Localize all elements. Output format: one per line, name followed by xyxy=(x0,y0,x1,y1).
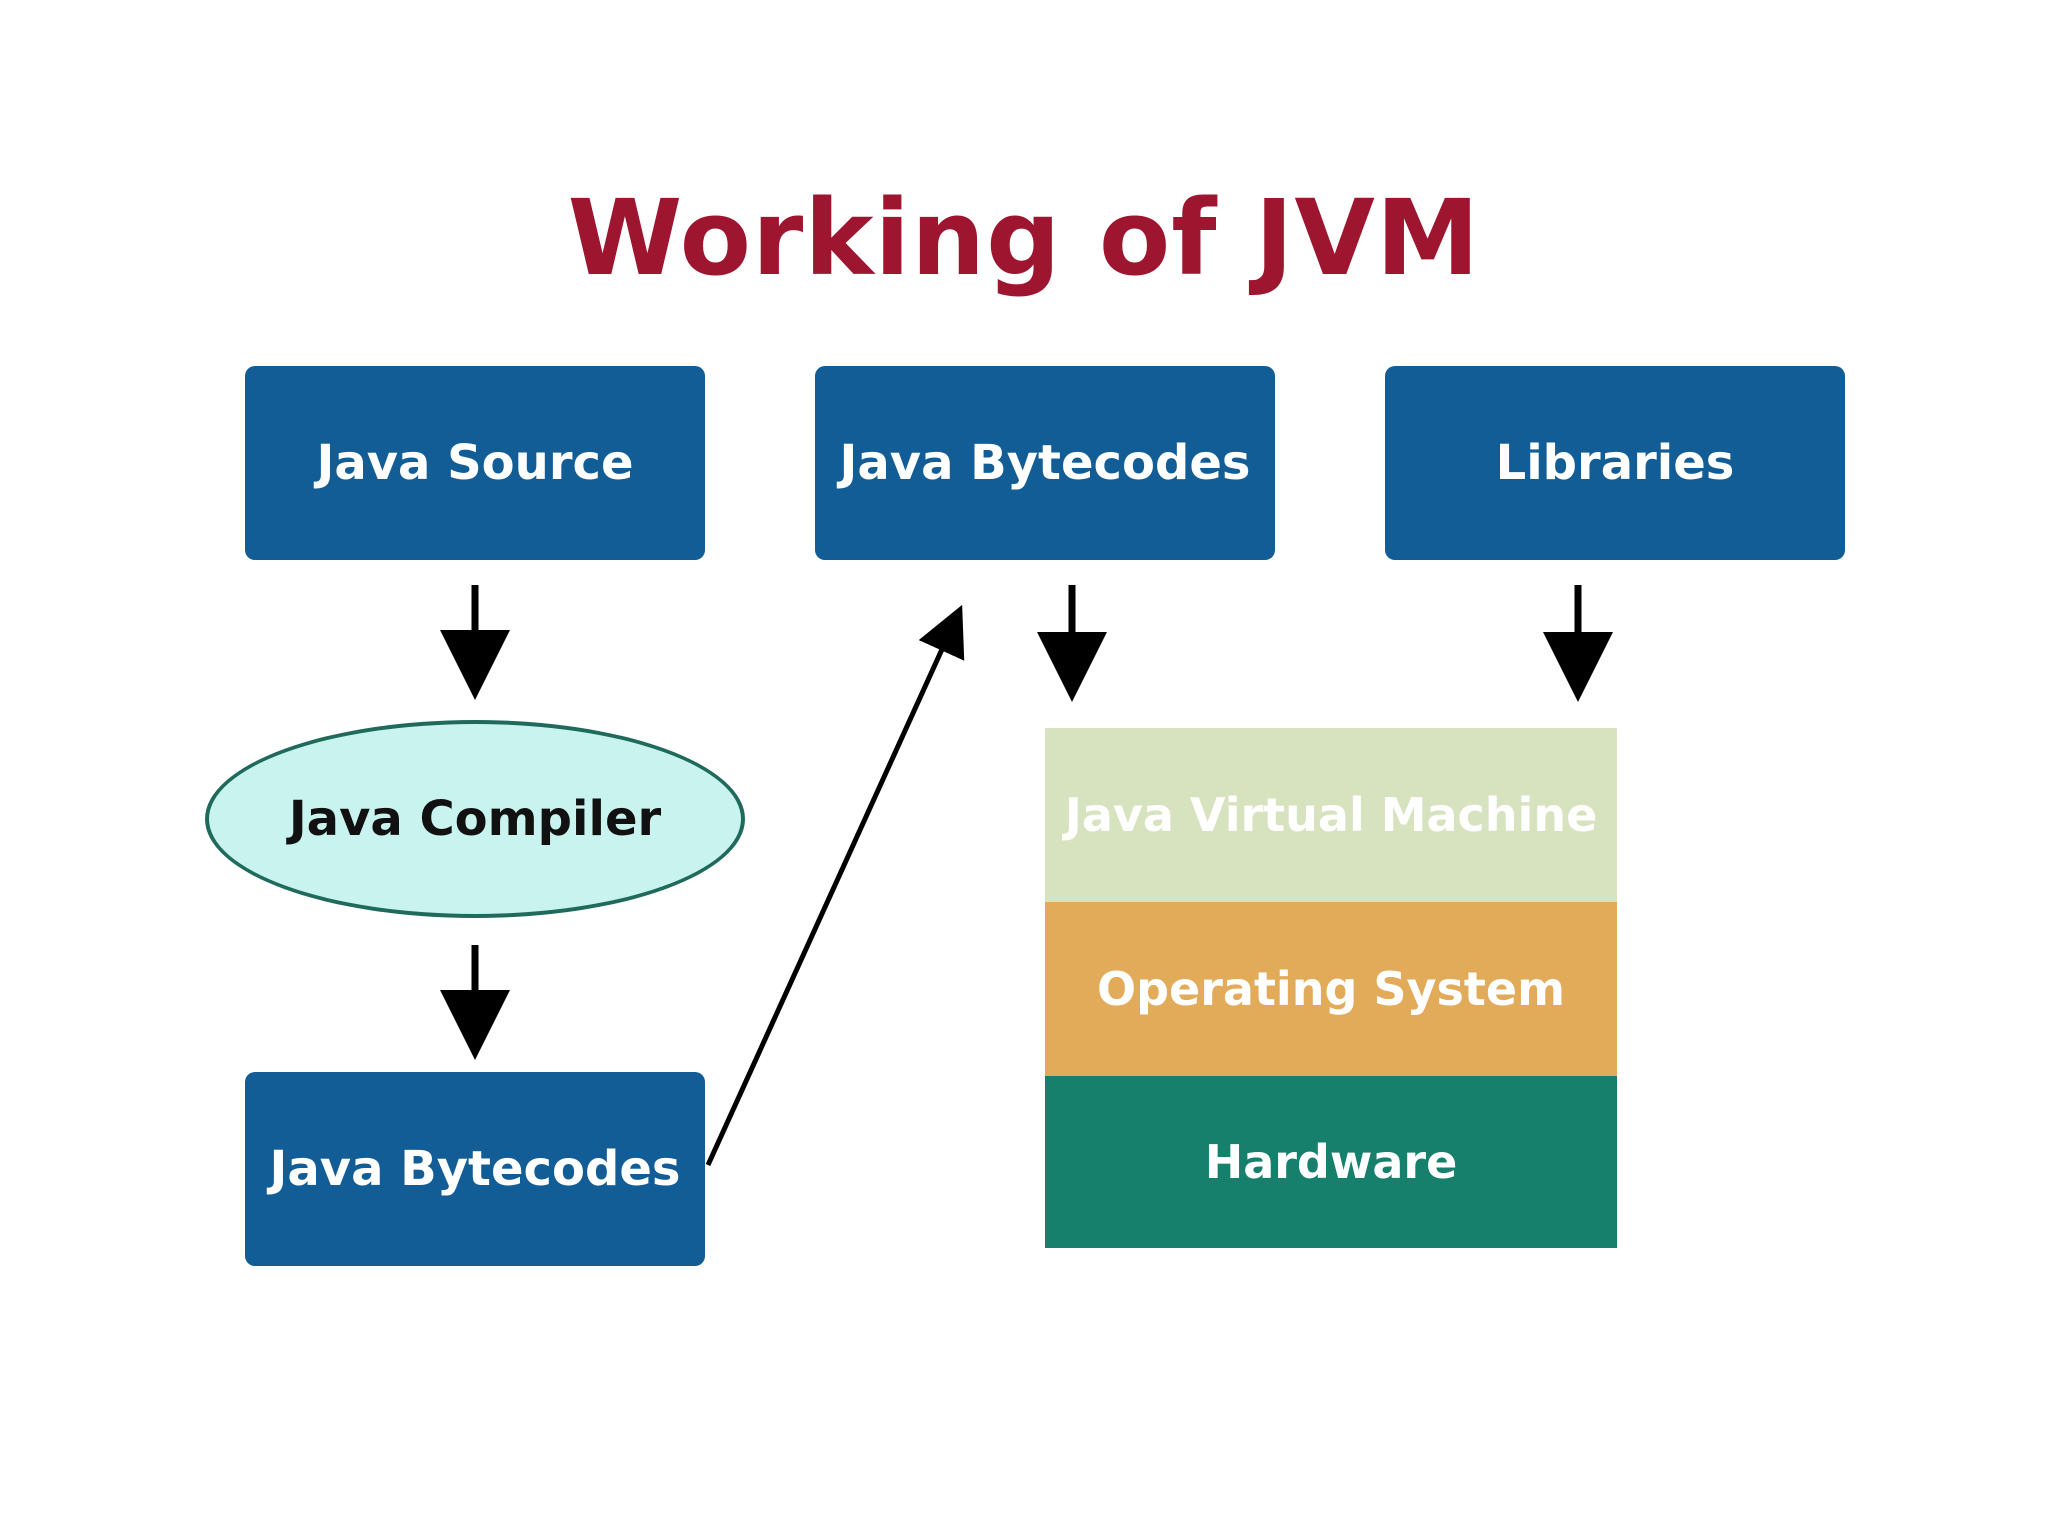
java-compiler-label: Java Compiler xyxy=(288,791,662,847)
os-layer: Operating System xyxy=(1045,902,1617,1076)
runtime-stack: Java Virtual Machine Operating System Ha… xyxy=(1045,728,1617,1248)
java-source-box: Java Source xyxy=(245,366,705,560)
libraries-box: Libraries xyxy=(1385,366,1845,560)
libraries-label: Libraries xyxy=(1495,435,1735,491)
arrow-bytecodes-to-top xyxy=(705,604,965,1167)
java-bytecodes-box-bottom: Java Bytecodes xyxy=(245,1072,705,1266)
java-compiler-ellipse: Java Compiler xyxy=(205,720,745,918)
hardware-layer-label: Hardware xyxy=(1204,1135,1458,1189)
java-source-label: Java Source xyxy=(316,435,634,491)
os-layer-label: Operating System xyxy=(1096,962,1566,1016)
java-bytecodes-bottom-label: Java Bytecodes xyxy=(269,1141,681,1197)
hardware-layer: Hardware xyxy=(1045,1076,1617,1248)
jvm-layer: Java Virtual Machine xyxy=(1045,728,1617,902)
java-bytecodes-top-label: Java Bytecodes xyxy=(839,435,1251,491)
jvm-layer-label: Java Virtual Machine xyxy=(1064,788,1598,842)
java-bytecodes-box-top: Java Bytecodes xyxy=(815,366,1275,560)
diagram-title: Working of JVM xyxy=(567,177,1481,299)
